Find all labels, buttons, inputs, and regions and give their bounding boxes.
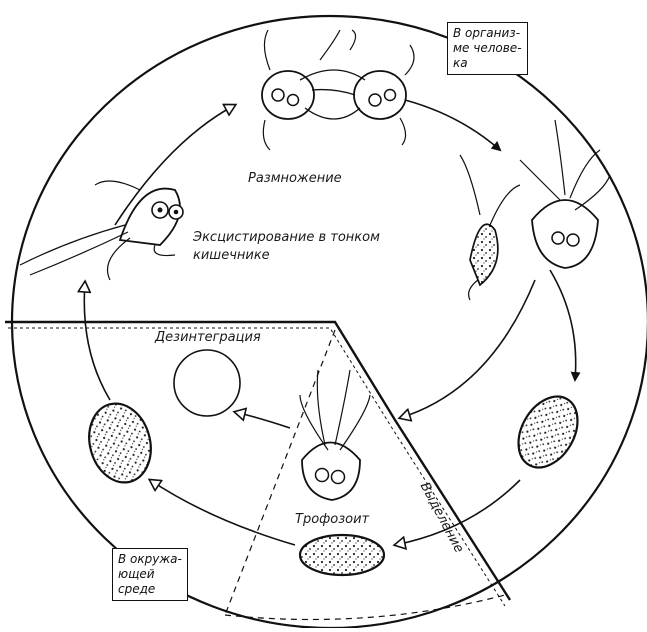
dividing-trophozoites <box>262 30 414 150</box>
box-human-body-line2: ме челове- <box>453 41 522 56</box>
arrow-to-trophozoite <box>405 100 500 150</box>
label-disintegration: Дезинтеграция <box>155 330 261 345</box>
box-environment-line3: среде <box>118 582 182 597</box>
trophozoite-cyst <box>300 535 384 575</box>
environment-boundary-inner <box>8 328 505 606</box>
label-trophozoite: Трофозоит <box>295 512 369 527</box>
label-excystation-line1: Эксцистирование в тонком <box>193 230 380 245</box>
box-environment-line1: В окружа- <box>118 552 182 567</box>
arrow-to-env-cyst <box>150 480 295 545</box>
arrow-up-left <box>84 282 110 400</box>
sector-dashed-bottom <box>225 595 505 620</box>
intestinal-trophozoites <box>460 120 610 300</box>
label-reproduction: Размножение <box>248 171 342 186</box>
arrow-to-disintegration <box>235 412 290 428</box>
disintegrated-cyst <box>174 350 240 416</box>
arrow-to-cyst <box>550 270 576 380</box>
label-excystation-line2: кишечнике <box>193 248 270 263</box>
environment-boundary <box>5 322 510 600</box>
box-human-body-line3: ка <box>453 56 522 71</box>
excysting-organism <box>20 181 183 280</box>
environment-cyst <box>81 397 160 490</box>
box-environment: В окружа- ющей среде <box>112 548 188 601</box>
box-environment-line2: ющей <box>118 567 182 582</box>
box-human-body-line1: В организ- <box>453 26 522 41</box>
trophozoite <box>300 370 370 500</box>
excreted-cyst <box>506 386 589 478</box>
box-human-body: В организ- ме челове- ка <box>447 22 528 75</box>
arrow-to-boundary <box>400 280 535 418</box>
